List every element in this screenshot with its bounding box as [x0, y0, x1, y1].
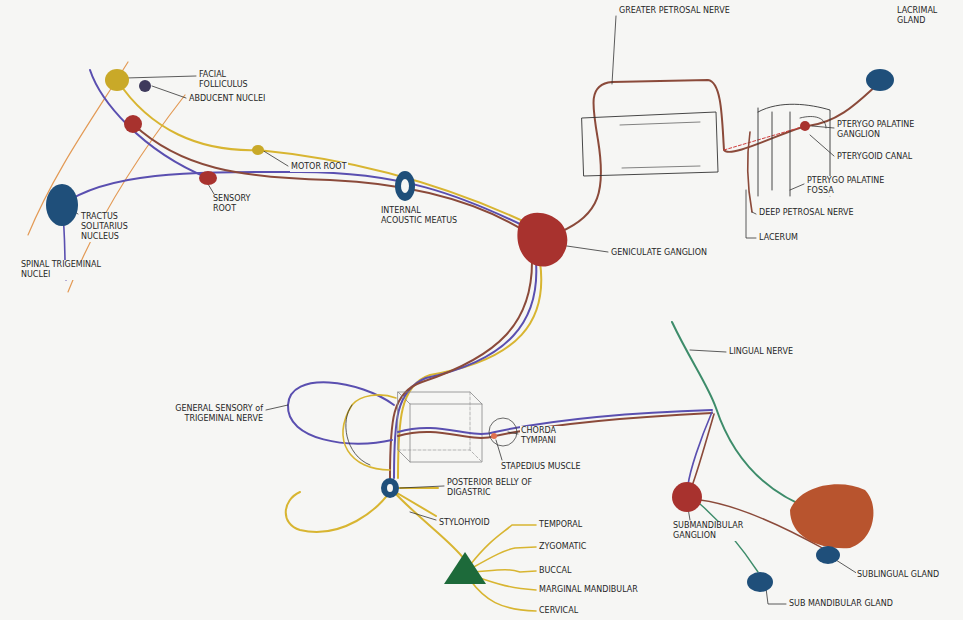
part-label: GENERAL SENSORY of TRIGEMINAL NERVE: [164, 404, 264, 424]
part-label: SUBMANDIBULAR GANGLION: [672, 521, 764, 541]
part-label: STYLOHYOID: [438, 518, 491, 528]
part-label: GREATER PETROSAL NERVE: [618, 6, 731, 16]
part-label: LACERUM: [758, 233, 799, 243]
part-label: BUCCAL: [538, 566, 572, 576]
part-label: TRACTUS SOLITARIUS NUCLEUS: [80, 212, 162, 242]
part-label: LACRIMAL GLAND: [896, 6, 958, 26]
part-label: SENSORY ROOT: [212, 194, 264, 214]
part-label: SUBLINGUAL GLAND: [856, 570, 940, 580]
part-label: MARGINAL MANDIBULAR: [538, 585, 639, 595]
part-label: INTERNAL ACOUSTIC MEATUS: [380, 206, 462, 226]
part-label: FACIAL FOLLICULUS: [198, 70, 270, 90]
part-label: STAPEDIUS MUSCLE: [500, 462, 582, 472]
part-label: CHORDA TYMPANI: [520, 426, 582, 446]
part-label: ABDUCENT NUCLEI: [188, 94, 266, 104]
part-label: LINGUAL NERVE: [728, 347, 794, 357]
part-label: CERVICAL: [538, 606, 579, 616]
part-label: PTERYGOID CANAL: [836, 152, 913, 162]
part-label: SUB MANDIBULAR GLAND: [788, 599, 894, 609]
part-label: DEEP PETROSAL NERVE: [758, 208, 855, 218]
part-label: GENICULATE GANGLION: [610, 248, 708, 258]
part-label: MOTOR ROOT: [290, 162, 348, 172]
part-label: TEMPORAL: [538, 520, 583, 530]
part-label: ZYGOMATIC: [538, 542, 587, 552]
part-label: POSTERIOR BELLY OF DIGASTRIC: [446, 478, 538, 498]
part-label: SPINAL TRIGEMINAL NUCLEI: [20, 260, 102, 280]
part-label: PTERYGO PALATINE GANGLION: [836, 120, 928, 140]
part-label: PTERYGO PALATINE FOSSA: [806, 176, 888, 196]
